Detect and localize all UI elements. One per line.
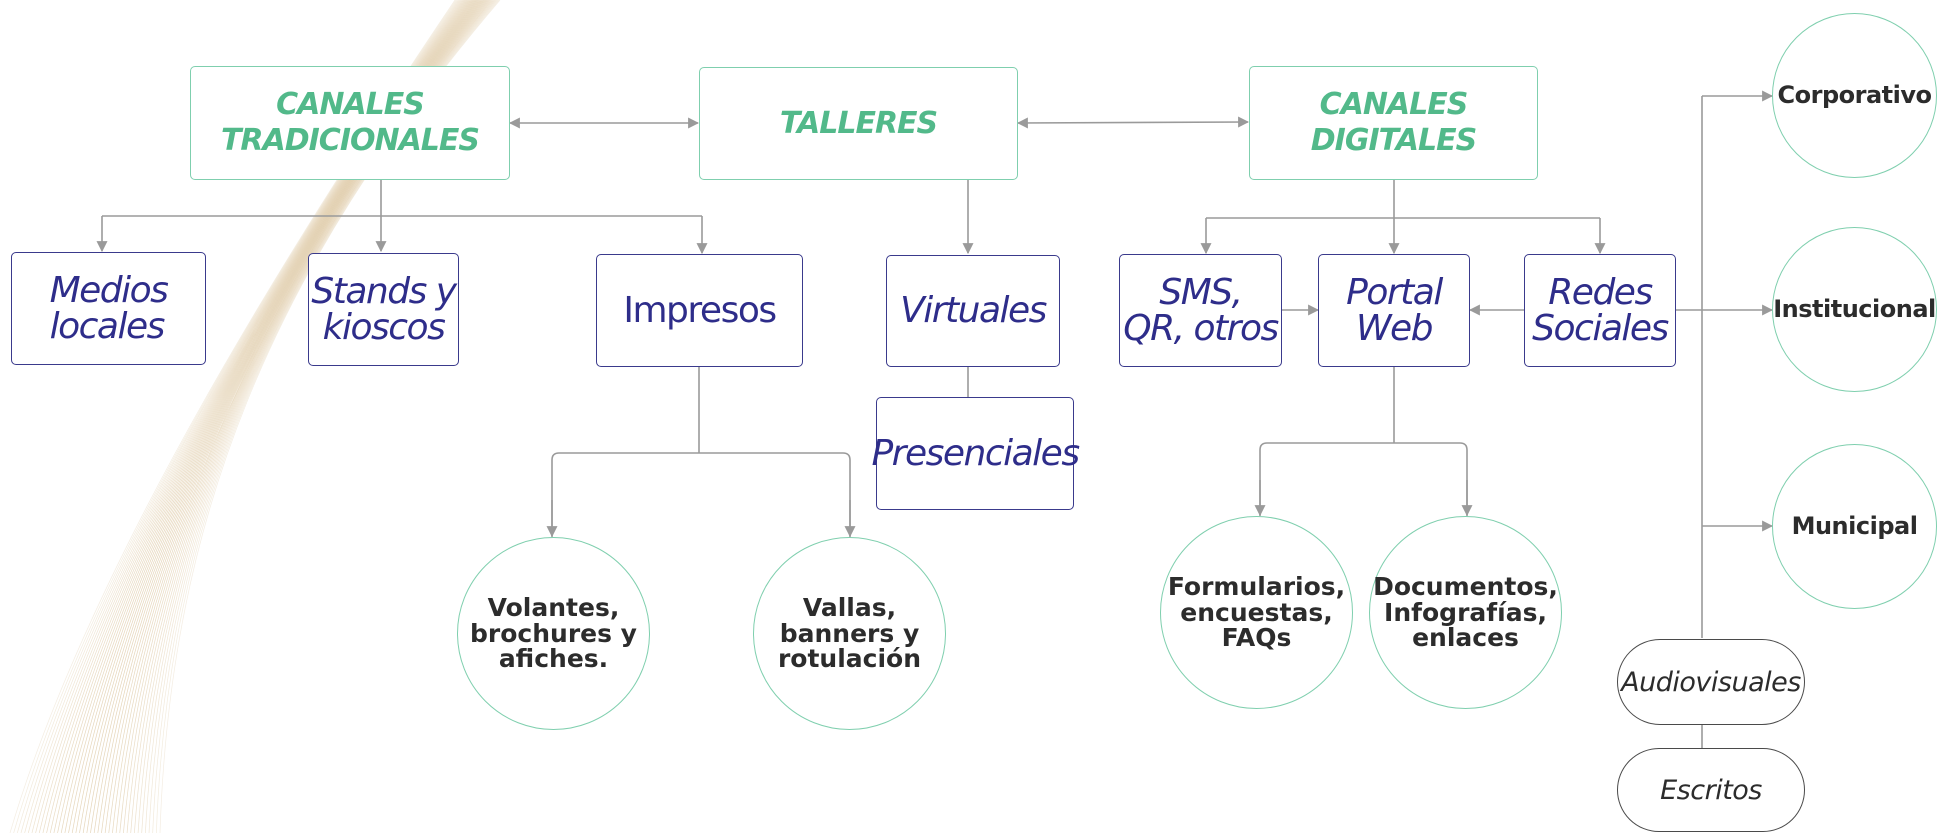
link-impresos-bar	[551, 452, 851, 537]
node-presenciales-label: Presenciales	[871, 432, 1080, 474]
node-stands-kioscos: Stands y kioscos	[308, 253, 459, 366]
node-volantes-label: Volantes, brochures y afiches.	[470, 593, 637, 674]
node-impresos-label: Impresos	[623, 289, 777, 331]
node-talleres-label: TALLERES	[779, 105, 938, 141]
node-vallas: Vallas, banners y rotulación	[753, 537, 946, 730]
node-volantes: Volantes, brochures y afiches.	[457, 537, 650, 730]
node-canales-digitales-label: CANALES DIGITALES	[1310, 87, 1477, 158]
node-institucional-label: Institucional	[1773, 294, 1936, 323]
node-portal-web: Portal Web	[1318, 254, 1470, 367]
node-portal-web-label: Portal Web	[1346, 272, 1443, 349]
node-virtuales: Virtuales	[886, 255, 1060, 367]
node-virtuales-label: Virtuales	[900, 290, 1047, 332]
node-audiovisuales: Audiovisuales	[1617, 639, 1805, 725]
node-redes-sociales-label: Redes Sociales	[1532, 272, 1669, 349]
node-formularios: Formularios, encuestas, FAQs	[1160, 516, 1353, 709]
node-institucional: Institucional	[1772, 227, 1937, 392]
node-documentos: Documentos, Infografías, enlaces	[1369, 516, 1562, 709]
node-stands-kioscos-label: Stands y kioscos	[311, 271, 457, 348]
node-redes-sociales: Redes Sociales	[1524, 254, 1676, 367]
node-impresos: Impresos	[596, 254, 803, 367]
node-presenciales: Presenciales	[871, 397, 1080, 510]
node-corporativo: Corporativo	[1772, 13, 1937, 178]
node-escritos-label: Escritos	[1660, 774, 1762, 806]
node-audiovisuales-label: Audiovisuales	[1621, 666, 1801, 698]
node-formularios-label: Formularios, encuestas, FAQs	[1167, 572, 1346, 653]
node-corporativo-label: Corporativo	[1777, 80, 1932, 109]
node-escritos: Escritos	[1617, 748, 1805, 832]
node-municipal: Municipal	[1772, 444, 1937, 609]
node-canales-tradicionales-label: CANALES TRADICIONALES	[220, 87, 480, 158]
node-talleres: TALLERES	[699, 67, 1018, 180]
node-municipal-label: Municipal	[1791, 511, 1918, 540]
node-medios-locales-label: Medios locales	[49, 270, 169, 347]
node-sms-qr-label: SMS, QR, otros	[1123, 272, 1279, 349]
link-portal-bar	[1259, 442, 1468, 516]
link-talleres-digitales	[1016, 116, 1250, 129]
node-documentos-label: Documentos, Infografías, enlaces	[1373, 572, 1558, 653]
node-medios-locales: Medios locales	[11, 252, 206, 365]
node-vallas-label: Vallas, banners y rotulación	[777, 593, 922, 674]
node-canales-digitales: CANALES DIGITALES	[1249, 66, 1538, 180]
node-canales-tradicionales: CANALES TRADICIONALES	[190, 66, 510, 180]
node-sms-qr: SMS, QR, otros	[1119, 254, 1282, 367]
